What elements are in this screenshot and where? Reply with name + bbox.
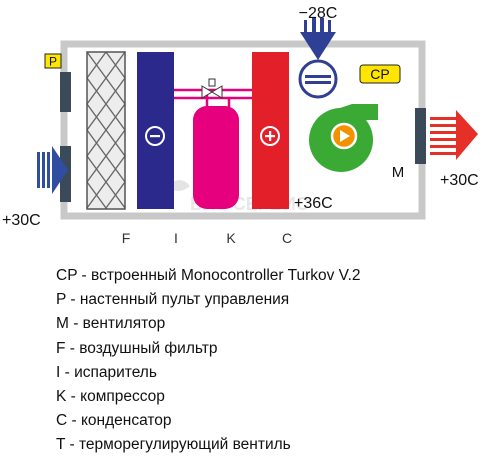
intake-temperature: +30C xyxy=(2,212,41,229)
outdoor-air-inlet xyxy=(298,18,338,99)
legend-item-p: P - настенный пульт управления xyxy=(56,291,290,309)
legend-item-m: M - вентилятор xyxy=(56,315,166,333)
intake-air-arrow xyxy=(37,146,68,194)
air-filter xyxy=(86,51,126,210)
compressor-letter: K xyxy=(226,230,236,246)
legend-item-cp: CP - встроенный Monocontroller Turkov V.… xyxy=(56,267,361,284)
supply-air-arrow xyxy=(430,110,478,160)
remote-panel-label: P xyxy=(49,55,57,69)
evaporator xyxy=(137,52,174,209)
condenser-temperature: +36C xyxy=(294,195,333,212)
legend-item-c: C - конденсатор xyxy=(56,412,172,430)
compressor xyxy=(193,106,239,209)
plus-icon xyxy=(260,126,280,146)
legend: CP - встроенный Monocontroller Turkov V.… xyxy=(56,264,361,458)
controller-badge xyxy=(359,64,401,84)
condenser xyxy=(252,52,289,209)
right-damper xyxy=(415,108,426,164)
outdoor-temperature: −28C xyxy=(299,5,338,22)
legend-item-k: K - компрессор xyxy=(56,388,165,406)
expansion-valve-icon xyxy=(201,78,223,99)
left-damper-bottom xyxy=(60,146,71,202)
remote-panel-badge xyxy=(44,53,62,69)
evaporator-letter: I xyxy=(174,230,178,246)
controller-label: CP xyxy=(370,66,389,82)
fan-icon xyxy=(309,104,378,172)
fan-label: M xyxy=(392,164,405,181)
supply-temperature: +30C xyxy=(440,172,479,189)
filter-letter: F xyxy=(122,230,131,246)
legend-item-i: I - испаритель xyxy=(56,363,157,381)
minus-icon xyxy=(145,126,165,146)
legend-item-f: F - воздушный фильтр xyxy=(56,339,218,357)
condenser-letter: C xyxy=(282,230,292,246)
legend-item-t: T - терморегулирующий вентиль xyxy=(56,436,291,454)
left-damper-top xyxy=(60,72,71,112)
